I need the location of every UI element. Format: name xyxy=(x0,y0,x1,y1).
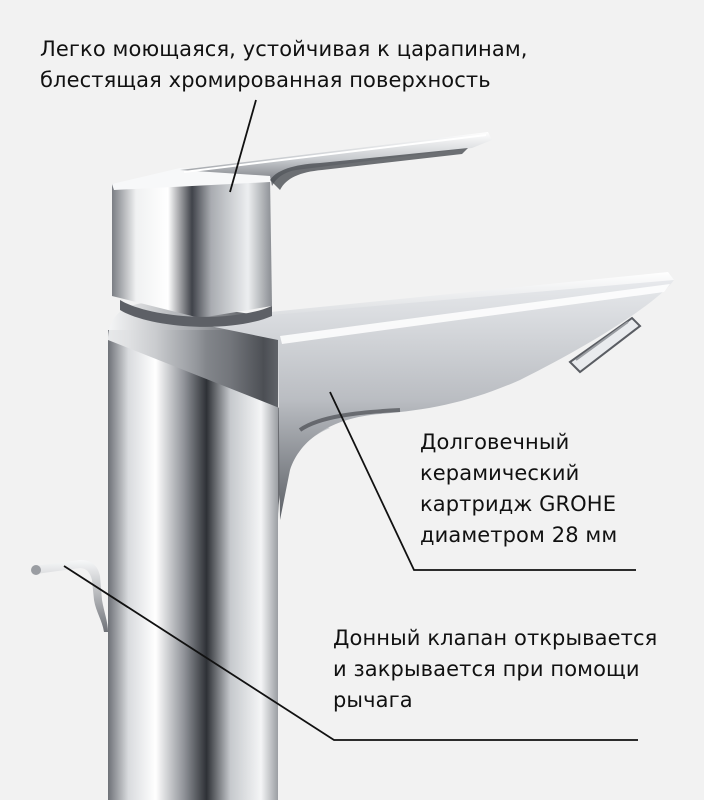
callout-cartridge-line: диаметром 28 мм xyxy=(420,523,618,547)
callout-surface: Легко моющаяся, устойчивая к царапинам, … xyxy=(40,34,528,96)
callout-cartridge-line: Долговечный xyxy=(420,430,570,454)
leader-lines xyxy=(63,99,638,741)
callout-surface-line: Легко моющаяся, устойчивая к царапинам, xyxy=(40,37,528,61)
callout-cartridge-line: керамический xyxy=(420,461,580,485)
callout-drain-line: и закрывается при помощи xyxy=(333,657,640,681)
leader-line-drain xyxy=(63,565,638,741)
callout-drain: Донный клапан открывается и закрывается … xyxy=(333,623,657,716)
drain-lever-rod xyxy=(31,560,108,632)
faucet-spout xyxy=(190,272,674,520)
callout-drain-line: рычага xyxy=(333,688,413,712)
faucet-head xyxy=(112,168,272,327)
callout-drain-line: Донный клапан открывается xyxy=(333,626,658,650)
callout-cartridge-line: картридж GROHE xyxy=(420,492,617,516)
leader-line-surface xyxy=(229,99,257,193)
callout-surface-line: блестящая хромированная поверхность xyxy=(40,68,491,92)
faucet-body xyxy=(108,301,330,800)
faucet-lever xyxy=(180,132,492,190)
leader-line-cartridge xyxy=(329,391,636,571)
callout-cartridge: Долговечный керамический картридж GROHE … xyxy=(420,427,617,551)
